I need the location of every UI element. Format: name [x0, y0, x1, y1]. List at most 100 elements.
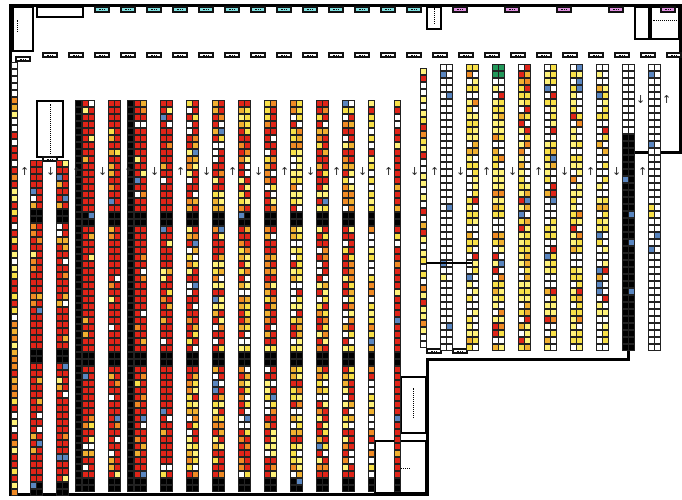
slot-cell — [394, 303, 401, 310]
staging-box[interactable] — [146, 52, 162, 58]
dock-door-box[interactable] — [198, 6, 214, 13]
dock-door-box[interactable] — [406, 6, 422, 13]
slot-cell — [11, 139, 18, 146]
staging-box[interactable] — [68, 52, 84, 58]
slot-cell — [140, 163, 147, 170]
aisle-black — [75, 198, 82, 205]
staging-box[interactable] — [302, 52, 318, 58]
slot-cell — [270, 324, 277, 331]
slot-cell — [244, 464, 251, 471]
dock-door-box[interactable] — [556, 6, 572, 13]
slot-cell — [472, 155, 479, 162]
slot-cell — [322, 443, 329, 450]
staging-box[interactable] — [614, 52, 630, 58]
slot-cell — [270, 338, 277, 345]
slot-cell — [394, 247, 401, 254]
dock-door-box[interactable] — [120, 6, 136, 13]
dock-door-box[interactable] — [146, 6, 162, 13]
staging-box[interactable] — [276, 52, 292, 58]
staging-box[interactable] — [426, 348, 442, 354]
staging-box[interactable] — [640, 52, 656, 58]
staging-box[interactable] — [354, 52, 370, 58]
slot-cell — [88, 268, 95, 275]
staging-box[interactable] — [42, 52, 58, 58]
slot-cell — [114, 464, 121, 471]
slot-cell — [270, 443, 277, 450]
staging-box[interactable] — [666, 52, 682, 58]
staging-box[interactable] — [562, 52, 578, 58]
staging-box[interactable] — [198, 52, 214, 58]
slot-cell — [270, 233, 277, 240]
slot-cell — [348, 114, 355, 121]
slot-cell — [446, 127, 453, 134]
staging-box[interactable] — [452, 348, 468, 354]
slot-cell — [114, 408, 121, 415]
dock-door-box[interactable] — [224, 6, 240, 13]
slot-cell — [524, 120, 531, 127]
staging-box[interactable] — [432, 52, 448, 58]
slot-cell — [36, 384, 43, 391]
dock-door-box[interactable] — [452, 6, 468, 13]
staging-box[interactable] — [224, 52, 240, 58]
staging-box[interactable] — [588, 52, 604, 58]
aisle-black — [75, 387, 82, 394]
staging-box[interactable] — [380, 52, 396, 58]
aisle-black — [75, 205, 82, 212]
slot-cell — [140, 121, 147, 128]
aisle-black — [127, 422, 134, 429]
slot-cell — [270, 317, 277, 324]
staging-box[interactable] — [328, 52, 344, 58]
slot-cell — [394, 485, 401, 492]
slot-cell — [550, 253, 557, 260]
slot-cell — [322, 212, 329, 219]
dock-door-box[interactable] — [302, 6, 318, 13]
slot-cell — [270, 205, 277, 212]
slot-cell — [498, 190, 505, 197]
slot-cell — [296, 359, 303, 366]
staging-box[interactable] — [42, 156, 58, 162]
slot-cell — [628, 169, 635, 176]
staging-box[interactable] — [15, 56, 31, 62]
dock-door-box[interactable] — [380, 6, 396, 13]
slot-cell — [348, 191, 355, 198]
staging-box[interactable] — [458, 52, 474, 58]
dock-door-box[interactable] — [94, 6, 110, 13]
slot-cell — [218, 268, 225, 275]
slot-cell — [88, 359, 95, 366]
dock-door-box[interactable] — [276, 6, 292, 13]
dock-door-box[interactable] — [660, 6, 676, 13]
dock-door-box[interactable] — [608, 6, 624, 13]
slot-cell — [602, 162, 609, 169]
slot-cell — [36, 440, 43, 447]
slot-cell — [11, 391, 18, 398]
staging-box[interactable] — [510, 52, 526, 58]
staging-box[interactable] — [536, 52, 552, 58]
dock-door-box[interactable] — [250, 6, 266, 13]
slot-cell — [368, 156, 375, 163]
slot-cell — [394, 331, 401, 338]
slot-cell — [62, 468, 69, 475]
dock-door-box[interactable] — [172, 6, 188, 13]
slot-cell — [576, 267, 583, 274]
staging-box[interactable] — [484, 52, 500, 58]
dock-door-box[interactable] — [328, 6, 344, 13]
slot-cell — [348, 380, 355, 387]
down-arrow-icon: ↓ — [358, 165, 368, 178]
slot-cell — [11, 209, 18, 216]
staging-box[interactable] — [250, 52, 266, 58]
slot-cell — [576, 141, 583, 148]
slot-cell — [244, 247, 251, 254]
slot-cell — [628, 323, 635, 330]
staging-box[interactable] — [172, 52, 188, 58]
slot-cell — [446, 148, 453, 155]
staging-box[interactable] — [406, 52, 422, 58]
slot-cell — [270, 240, 277, 247]
dock-door-box[interactable] — [354, 6, 370, 13]
slot-cell — [348, 226, 355, 233]
staging-box[interactable] — [120, 52, 136, 58]
slot-cell — [628, 190, 635, 197]
dock-door-box[interactable] — [504, 6, 520, 13]
slot-cell — [62, 440, 69, 447]
aisle-black — [127, 268, 134, 275]
staging-box[interactable] — [94, 52, 110, 58]
